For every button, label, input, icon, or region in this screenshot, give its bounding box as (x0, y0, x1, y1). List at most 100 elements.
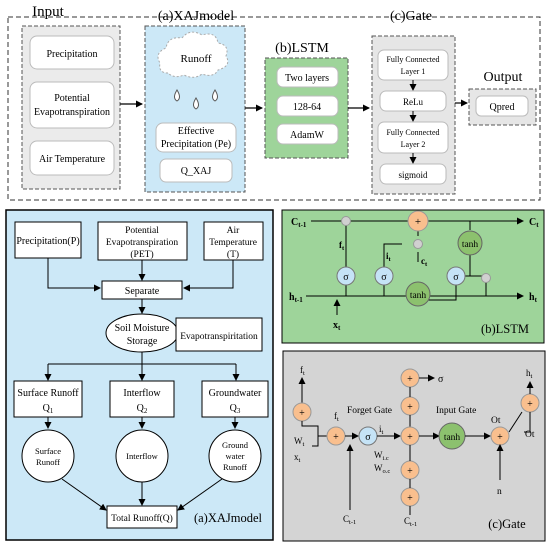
gate-plus-wx: + (333, 432, 339, 443)
lstm-c-next: Ct (529, 217, 539, 229)
input-title: Input (32, 4, 64, 20)
xaj-pe-line1: Effective (178, 126, 215, 137)
xaj-interflow-line1: Interflow (123, 388, 161, 399)
output-title: Output (484, 70, 523, 85)
xaj-precip-box: Precipitation(P) (16, 236, 79, 247)
gate-it: it (379, 424, 384, 436)
xaj-air-line1: Air (227, 226, 241, 236)
xaj-total-runoff: Total Runoff(Q) (111, 513, 173, 524)
gate-ct1-right: Ct-1 (404, 516, 417, 528)
gate-fc1-line2: Layer 1 (401, 67, 426, 76)
output-block: Output Qpred (468, 70, 537, 126)
gate-plus-col-3: + (407, 432, 413, 443)
gate-fc2-line1: Fully Connected (386, 128, 439, 137)
output-qpred: Qpred (490, 102, 515, 113)
gate-plus-left: + (299, 408, 305, 419)
lstm-sigma-output: σ (453, 272, 459, 283)
lstm-sigma-forget: σ (343, 272, 349, 283)
xaj-pet-line1: Potential (125, 226, 159, 236)
xaj-surface-line1: Surface Runoff (17, 388, 79, 399)
lstm-optimizer: AdamW (290, 130, 324, 141)
lstm-c-label: ct (421, 256, 428, 268)
cloud-icon (157, 31, 229, 78)
xaj-ground-q: Q3 (230, 403, 241, 415)
gate-xt: xt (294, 452, 301, 464)
gate-input-label: Input Gate (436, 406, 476, 416)
cloud-runoff-label: Runoff (181, 53, 212, 65)
xaj-pet-line3: (PET) (130, 249, 153, 260)
xaj-separate: Separate (125, 286, 160, 297)
lstm-sigma-input: σ (381, 272, 387, 283)
xaj-surface-q: Q1 (43, 403, 54, 415)
lstm-f-label: ft (339, 240, 345, 252)
gate-plus-col-1: + (407, 374, 413, 385)
xaj-air-line2: Temperature (209, 238, 257, 248)
xaj-c-interflow: Interflow (126, 451, 158, 461)
lstm-two-layers: Two layers (285, 73, 329, 84)
lstm-caption: (b)LSTM (481, 322, 529, 336)
lstm-i-label: it (386, 251, 392, 263)
xaj-c-surface-line2: Runoff (36, 457, 60, 467)
gate-fc2-line2: Layer 2 (401, 140, 426, 149)
xaj-interflow-q: Q2 (137, 403, 148, 415)
xaj-detail-panel: Precipitation(P) Potential Evapotranspir… (5, 209, 274, 541)
input-precipitation: Precipitation (46, 49, 97, 60)
gate-tanh: tanh (444, 433, 461, 443)
gate-wt: Wt (294, 436, 305, 448)
gate-ht: ht (526, 368, 533, 380)
xaj-c-surface-line1: Surface (35, 446, 61, 456)
gate-plus-col-2: + (407, 402, 413, 413)
lstm-units: 128-64 (293, 102, 321, 113)
xaj-air-line3: (T) (227, 249, 239, 260)
gate-sigma: σ (365, 432, 371, 443)
lstm-h-prev: ht-1 (289, 292, 303, 304)
gate-plus-out-1: + (497, 432, 503, 443)
lstm-title: (b)LSTM (275, 41, 329, 56)
gate-detail-panel: ft + Wt xt + ft Forget Gate Input Gate σ… (282, 350, 546, 542)
top-framework: Input Precipitation Potential Evapotrans… (7, 4, 541, 201)
input-pet-line1: Potential (54, 93, 90, 104)
xaj-title: (a)XAJmodel (158, 9, 234, 24)
xaj-block: (a)XAJmodel Runoff Effective Precipitati… (144, 9, 246, 193)
xaj-c-ground-line1: Ground (222, 440, 249, 450)
lstm-plus: + (415, 216, 421, 228)
gate-block: (c)Gate Fully Connected Layer 1 ReLu Ful… (371, 9, 456, 195)
xaj-ground-line1: Groundwater (209, 388, 262, 399)
gate-plus-col-4: + (407, 466, 413, 477)
gate-plus-out-2: + (527, 399, 533, 410)
gate-fc1-line1: Fully Connected (386, 55, 439, 64)
gate-title: (c)Gate (390, 9, 432, 24)
lstm-tanh-candidate: tanh (410, 291, 427, 301)
xaj-qxaj: Q_XAJ (181, 166, 212, 177)
lstm-tanh-cell: tanh (462, 240, 479, 250)
xaj-c-ground-line3: Runoff (223, 462, 247, 472)
input-air-temperature: Air Temperature (39, 154, 106, 165)
gate-ct1-left: Ct-1 (343, 514, 356, 526)
xaj-soil-line1: Soil Moisture (115, 323, 170, 334)
gate-ft-top: ft (300, 365, 305, 377)
gate-forget-label: Forget Gate (347, 406, 392, 416)
xaj-pet-line2: Evapotranspiration (106, 238, 179, 248)
lstm-x: xt (333, 320, 341, 332)
gate-sigmoid: sigmoid (398, 170, 428, 180)
xaj-caption: (a)XAJmodel (194, 511, 263, 525)
xaj-soil-line2: Storage (127, 336, 158, 347)
lstm-detail-panel: Ct-1 Ct ht-1 ht xt + σ σ σ (281, 209, 545, 344)
gate-ft: ft (334, 411, 339, 423)
xaj-c-ground-line2: water (226, 451, 245, 461)
gate-relu: ReLu (403, 97, 423, 107)
lstm-c-prev: Ct-1 (291, 217, 307, 229)
xaj-evapo: Evapotranspiritation (180, 332, 258, 342)
lstm-h-next: ht (529, 292, 538, 304)
gate-ot-2: Ot (525, 430, 535, 440)
gate-wic: Wi.c (374, 450, 389, 462)
xaj-pe-line2: Precipitation (Pe) (161, 139, 231, 150)
input-pet-line2: Evapotranspiration (34, 107, 110, 118)
gate-woc: Wo.c (374, 463, 390, 475)
lstm-block: (b)LSTM Two layers 128-64 AdamW (264, 41, 349, 159)
raindrops-icon (174, 89, 218, 110)
gate-plus-col-5: + (407, 493, 413, 504)
gate-n: n (497, 487, 502, 497)
input-block: Input Precipitation Potential Evapotrans… (21, 4, 121, 190)
